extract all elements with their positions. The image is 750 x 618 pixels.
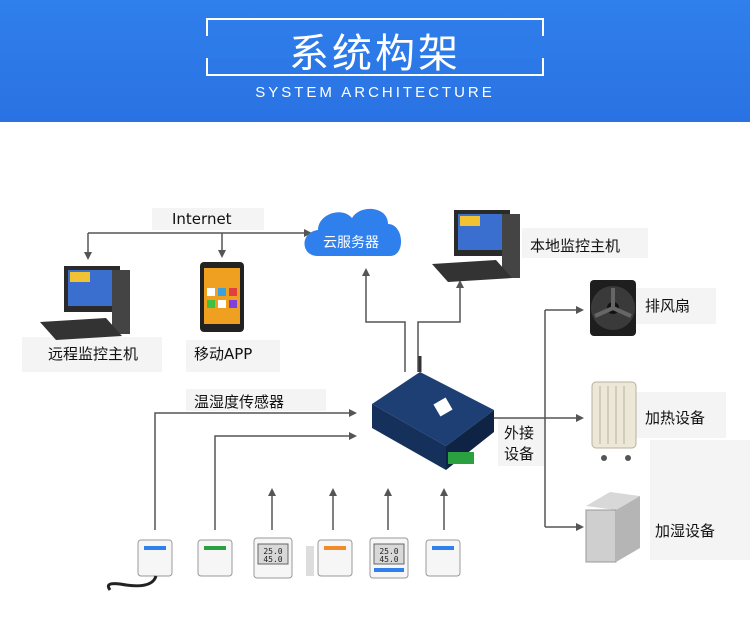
internet-label-bg [152,208,264,230]
sensor-4-icon [306,539,353,577]
heater-label: 加热设备 [645,409,706,427]
fan-label: 排风扇 [645,297,691,315]
mobile-phone-icon [200,262,244,332]
cloud-icon [304,208,402,256]
connection-lines [84,229,584,531]
sensor-3-bottom-reading: 45.0 [263,555,282,564]
sensor-6-icon [425,539,461,577]
external-devices-label-line2: 设备 [504,445,535,463]
sensor-label: 温湿度传感器 [194,393,285,411]
local-monitor-label: 本地监控主机 [530,237,621,255]
sensor-5-bottom-reading: 45.0 [379,555,398,564]
internet-label: Internet [172,210,232,228]
sensor-2-icon [197,539,233,577]
local-label-bg [522,228,648,258]
remote-monitor-label: 远程监控主机 [48,345,139,363]
remote-computer-icon [40,266,130,340]
gateway-device-icon [372,356,494,470]
header-banner: 系统构架 SYSTEM ARCHITECTURE [0,0,750,122]
fan-label-bg [636,288,716,324]
page-subtitle: SYSTEM ARCHITECTURE [255,84,495,101]
sensor-5-icon [369,537,409,579]
heater-label-bg [636,392,726,438]
fan-icon [590,280,636,336]
sensor-1-icon [106,539,173,591]
local-computer-icon [432,210,520,282]
title-frame [206,18,544,76]
cloud-server-label: 云服务器 [323,235,379,251]
page-title: 系统构架 [289,31,461,77]
sensor-5-top-reading: 25.0 [379,547,398,556]
remote-label-bg [22,337,162,372]
mobile-app-label: 移动APP [194,345,253,363]
sensor-label-bg [186,389,326,411]
humidifier-icon [585,492,640,563]
humidifier-label-bg [650,440,750,560]
heater-icon [591,381,637,461]
sensor-3-icon [253,537,293,579]
humidifier-label: 加湿设备 [655,522,716,540]
sensor-3-top-reading: 25.0 [263,547,282,556]
external-label-bg [498,418,544,466]
external-devices-label-line1: 外接 [504,424,535,442]
app-label-bg [186,340,280,372]
